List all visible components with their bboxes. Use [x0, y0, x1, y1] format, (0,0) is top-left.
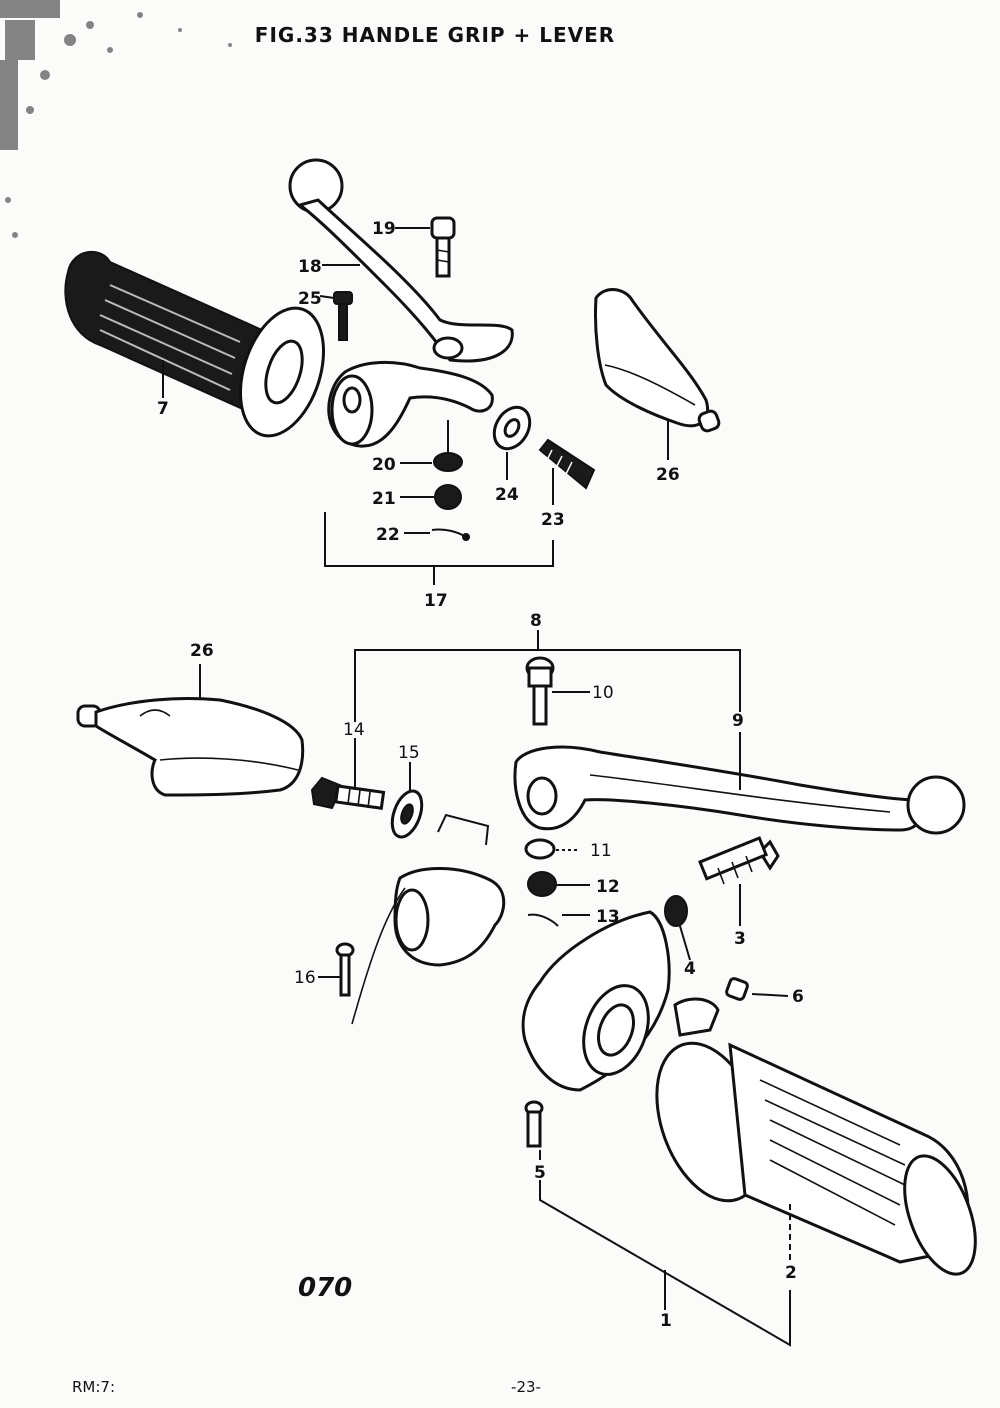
- label-3: 3: [734, 929, 746, 949]
- label-15: 15: [398, 743, 420, 763]
- label-1: 1: [660, 1311, 672, 1331]
- nut-4: [664, 895, 688, 927]
- label-14: 14: [343, 720, 365, 740]
- label-8: 8: [530, 611, 542, 631]
- label-20: 20: [372, 455, 396, 475]
- label-26-top: 26: [656, 465, 680, 485]
- label-4: 4: [684, 959, 696, 979]
- screw-16: [335, 942, 355, 997]
- label-25: 25: [298, 289, 322, 309]
- adjuster-23: [538, 438, 596, 490]
- clutch-lever-18: [288, 158, 514, 363]
- label-24: 24: [495, 485, 519, 505]
- diagram-title: FIG.33 HANDLE GRIP + LEVER: [255, 23, 615, 47]
- label-18: 18: [298, 257, 322, 277]
- brake-lever-bracket: [351, 867, 506, 1025]
- page-code: 070: [298, 1273, 352, 1303]
- label-11: 11: [590, 841, 612, 861]
- label-9: 9: [732, 711, 744, 731]
- label-6: 6: [792, 987, 804, 1007]
- label-26-bottom: 26: [190, 641, 214, 661]
- pin-22: [431, 528, 470, 541]
- bolt-19: [430, 216, 456, 278]
- right-throttle-grip: [655, 997, 977, 1276]
- label-17: 17: [424, 591, 448, 611]
- label-5: 5: [534, 1163, 546, 1183]
- washer-15: [390, 789, 424, 839]
- label-12: 12: [596, 877, 620, 897]
- nut-21: [434, 484, 462, 510]
- label-16: 16: [294, 968, 316, 988]
- screw-25: [333, 291, 353, 341]
- scan-noise: [0, 0, 232, 238]
- footer-page-number: -23-: [511, 1378, 541, 1396]
- label-7: 7: [157, 399, 169, 419]
- bolt-14: [310, 776, 386, 810]
- screw-5: [524, 1100, 544, 1148]
- label-21: 21: [372, 489, 396, 509]
- cap-6: [725, 977, 749, 1001]
- nut-12: [527, 871, 557, 897]
- bolt-3: [698, 836, 780, 885]
- nut-20: [433, 452, 463, 472]
- bolt-10: [525, 656, 555, 726]
- leader-lines-bottom: [199, 630, 791, 1347]
- brake-lever-9: [513, 745, 966, 835]
- label-22: 22: [376, 525, 400, 545]
- lever-cover-26-top: [594, 288, 721, 433]
- clutch-lever-bracket: [327, 360, 494, 448]
- washer-24: [492, 405, 532, 451]
- label-13: 13: [596, 907, 620, 927]
- label-19: 19: [372, 219, 396, 239]
- cable-clip: [437, 813, 490, 846]
- leader-lines-top: [162, 227, 669, 585]
- pin-13: [527, 913, 559, 927]
- washer-11: [524, 838, 556, 860]
- throttle-housing: [521, 910, 671, 1092]
- label-2: 2: [785, 1263, 797, 1283]
- label-23: 23: [541, 510, 565, 530]
- footer-model: RM:7:: [72, 1378, 115, 1396]
- left-handle-grip: [64, 250, 325, 438]
- label-10: 10: [592, 683, 614, 703]
- lever-cover-26-bottom: [76, 697, 305, 797]
